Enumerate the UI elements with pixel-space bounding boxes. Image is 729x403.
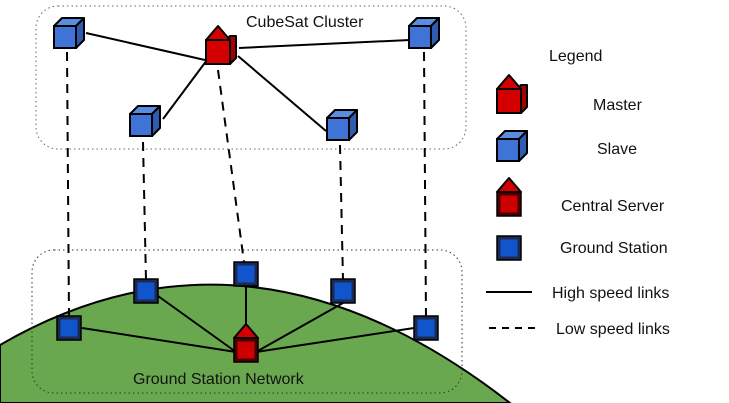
ground-station-4 [330, 278, 356, 304]
slave-node-3 [326, 109, 358, 141]
slave-node-4 [408, 17, 440, 49]
low-speed-links [66, 51, 427, 319]
high-link-server-station2 [157, 295, 237, 353]
ground-station-5 [413, 315, 439, 341]
ground-station-2 [133, 278, 159, 304]
high-link-master-slave4 [238, 39, 411, 49]
legend-label-ground-station: Ground Station [560, 240, 668, 257]
ground-station-icon [496, 235, 522, 261]
low-link-slave1-station1 [66, 51, 70, 319]
master-node [205, 25, 237, 65]
slave-node-2 [129, 105, 161, 137]
cluster-label: CubeSat Cluster [246, 14, 364, 31]
legend-label-slave: Slave [597, 141, 637, 158]
central-server-icon [496, 177, 522, 217]
legend: Legend Master Slave Central Server Groun… [486, 48, 670, 338]
high-link-master-slave2 [162, 59, 208, 120]
ground-network-label: Ground Station Network [133, 371, 305, 388]
ground-station-3 [233, 261, 259, 287]
legend-label-high-speed: High speed links [552, 285, 669, 302]
master-icon [496, 74, 528, 114]
high-speed-links [81, 32, 415, 353]
slave-node-1 [53, 17, 85, 49]
high-link-server-station5 [255, 327, 415, 353]
low-link-slave3-station4 [339, 144, 344, 281]
legend-label-low-speed: Low speed links [556, 321, 670, 338]
high-link-master-slave1 [85, 32, 206, 61]
low-link-slave4-station5 [423, 51, 427, 319]
high-link-server-station4 [255, 302, 344, 353]
slave-icon [496, 130, 528, 162]
ground-station-1 [56, 315, 82, 341]
low-link-slave2-station2 [142, 141, 147, 281]
legend-label-master: Master [593, 97, 643, 114]
high-link-server-station1 [81, 327, 237, 353]
low-link-master-station3 [217, 69, 245, 263]
high-link-master-slave3 [237, 55, 327, 132]
legend-label-central-server: Central Server [561, 198, 665, 215]
legend-title: Legend [549, 48, 602, 65]
